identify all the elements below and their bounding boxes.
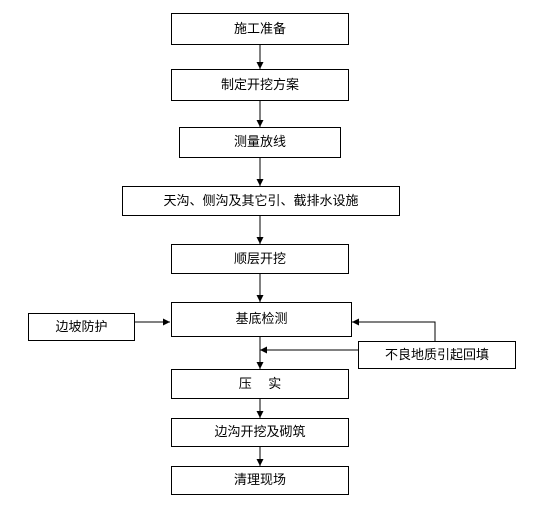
- node-slope-protection: 边坡防护: [28, 313, 135, 341]
- node-drainage-facilities: 天沟、侧沟及其它引、截排水设施: [122, 186, 400, 216]
- node-construction-prep: 施工准备: [171, 13, 349, 45]
- node-excavation-plan: 制定开挖方案: [171, 69, 349, 101]
- node-site-cleanup: 清理现场: [171, 466, 349, 495]
- node-compaction: 压 实: [171, 369, 349, 399]
- node-survey-stakeout: 测量放线: [179, 127, 341, 158]
- node-subgrade-inspection: 基底检测: [171, 302, 352, 337]
- arrow-backfill-to-inspect: [352, 318, 436, 341]
- node-layered-excavation: 顺层开挖: [171, 244, 349, 274]
- node-ditch-excavation-masonry: 边沟开挖及砌筑: [171, 418, 349, 447]
- node-backfill-poor-geology: 不良地质引起回填: [358, 341, 516, 369]
